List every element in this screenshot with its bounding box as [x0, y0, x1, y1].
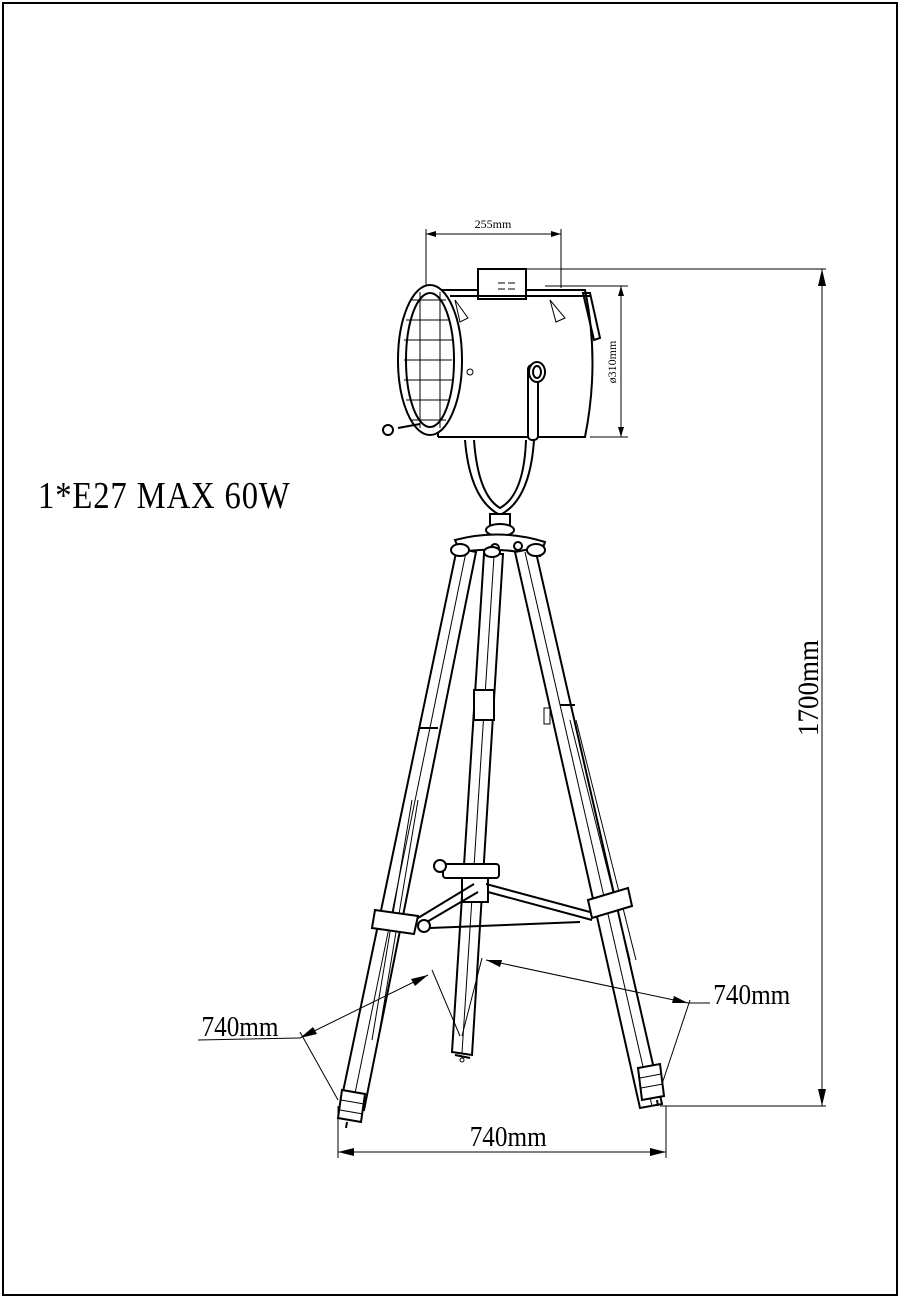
rear-handle: [581, 292, 602, 342]
dim-leg-spread-left: 740mm: [202, 1011, 279, 1043]
left-foot: [336, 1088, 367, 1124]
focus-handle: [397, 423, 421, 429]
top-box: [477, 268, 527, 300]
front-grille: [404, 292, 452, 428]
left-clamp: [370, 908, 420, 936]
yoke-pivot: [528, 361, 546, 383]
tripod: [336, 533, 666, 1129]
spreader-rods: [417, 883, 593, 929]
spec-label: 1*E27 MAX 60W: [38, 475, 291, 517]
dim-leg-spread-right: 740mm: [713, 979, 790, 1011]
center-clamp: [442, 863, 500, 879]
dimension-lines: [197, 229, 826, 1158]
dim-base-width: 740mm: [470, 1121, 547, 1153]
lamp-head: [382, 268, 602, 537]
dim-total-height: 1700mm: [793, 640, 826, 736]
dim-head-diameter: ø310mm: [605, 340, 619, 383]
head-cylinder: [438, 289, 594, 438]
right-clamp: [586, 886, 634, 920]
right-foot: [636, 1062, 666, 1102]
dim-head-width: 255mm: [475, 217, 512, 231]
